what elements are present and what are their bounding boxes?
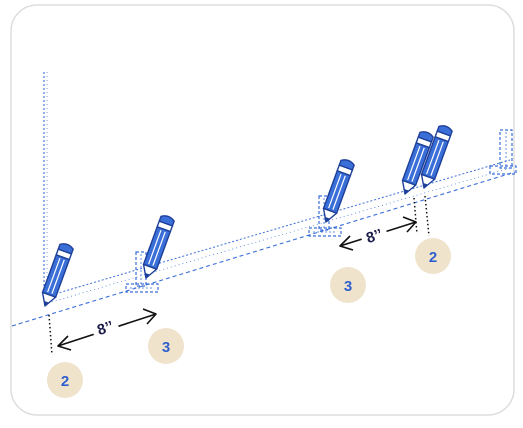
frame-border: [10, 4, 515, 416]
measurement-arrow-1: [57, 308, 157, 351]
measurement-label-2: 8’’: [364, 226, 385, 247]
step-badge-label: 2: [61, 373, 69, 390]
step-badge-label: 2: [429, 249, 437, 266]
step-badge: 3: [148, 328, 184, 364]
step-badge: 2: [415, 238, 451, 274]
step-badge: 3: [330, 267, 366, 303]
wall-edge-line: [43, 72, 48, 290]
reference-drops: [48, 195, 430, 356]
bracket-3: [489, 129, 517, 175]
step-badge: 2: [47, 362, 83, 398]
step-badge-label: 3: [344, 278, 352, 295]
measurement-arrow-2: [339, 216, 417, 251]
measurement-label-1: 8’’: [95, 318, 116, 339]
step-badge-label: 3: [162, 339, 170, 356]
baseline-lines: [11, 159, 516, 327]
